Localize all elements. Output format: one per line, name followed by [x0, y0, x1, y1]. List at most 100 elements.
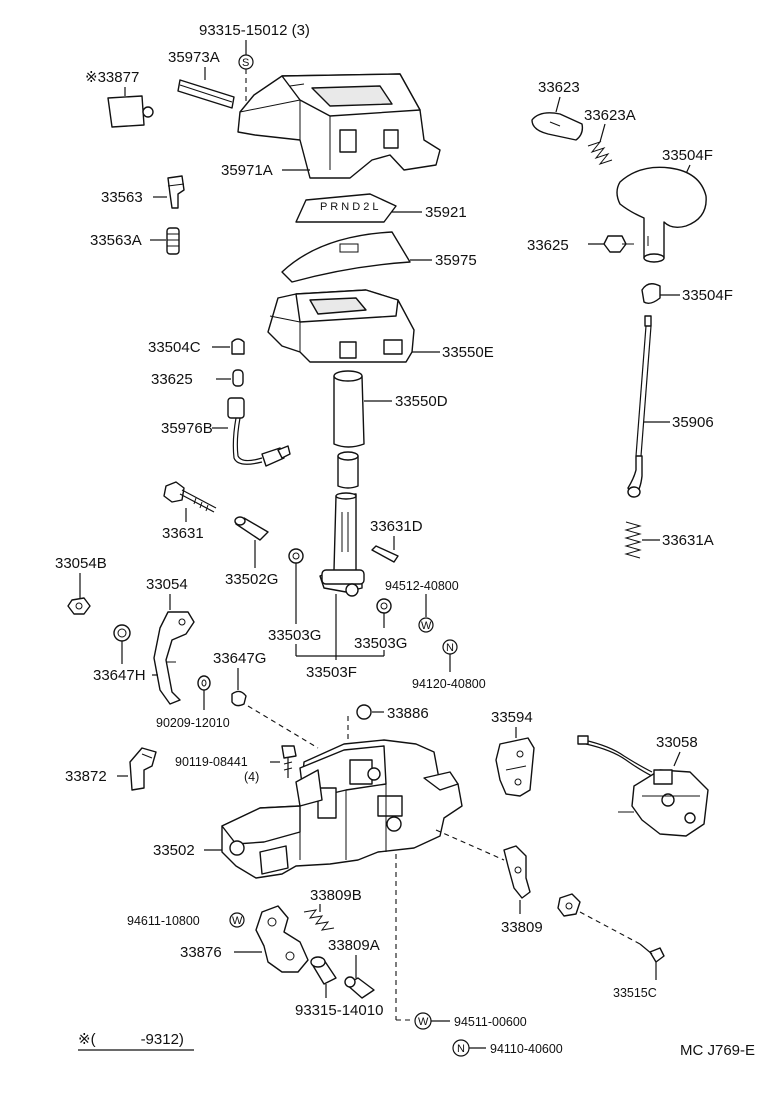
svg-text:W: W — [421, 620, 432, 632]
label-94511-00600: 94511-00600 — [454, 1015, 527, 1029]
label-93315-15012: 93315-15012 (3) — [199, 22, 310, 39]
part-33550E-lamp-socket — [231, 338, 245, 355]
part-33550D-bulb — [232, 369, 244, 387]
label-33631A: 33631A — [662, 532, 714, 549]
symbol-w-2: W — [229, 912, 245, 928]
part-33809A-collar — [310, 956, 337, 985]
part-33563A-bulb — [166, 227, 180, 255]
part-35976B-lever-boot — [333, 370, 365, 448]
part-33503F-shift-lever — [319, 492, 365, 597]
part-90209-washer — [197, 675, 211, 691]
label-33054B: 33054B — [55, 555, 107, 572]
part-33886-clip — [356, 704, 372, 720]
label-33647G: 33647G — [213, 650, 266, 667]
part-33504F-shift-knob — [616, 166, 707, 263]
part-33809-lever — [255, 905, 309, 973]
svg-text:P R N D 2 L: P R N D 2 L — [320, 201, 379, 213]
label-90209-12010: 90209-12010 — [156, 716, 230, 730]
part-33631-push-rod — [627, 315, 652, 498]
part-33631A-spring — [624, 521, 642, 559]
label-33809A: 93315-14010 — [295, 1002, 383, 1019]
part-collar — [337, 451, 359, 489]
label-33550D: 33625 — [151, 371, 193, 388]
part-35974-indicator-housing — [267, 289, 415, 363]
label-35971A: 35971A — [221, 162, 273, 179]
svg-text:S: S — [242, 57, 249, 69]
label-35906: 35976B — [161, 420, 213, 437]
label-33502: 33502 — [153, 842, 195, 859]
symbol-w-3: W — [414, 1012, 432, 1030]
part-33876-bracket — [503, 845, 531, 899]
part-33594-bracket — [495, 737, 535, 797]
svg-text:W: W — [232, 915, 243, 927]
label-33504C: 33625 — [527, 237, 569, 254]
part-35975-slide-cover — [281, 231, 411, 283]
label-33809B: 33809B — [310, 887, 362, 904]
label-33563: 33563 — [101, 189, 143, 206]
part-35921-indicator-plate: P R N D 2 L — [295, 193, 397, 223]
label-35921: 35921 — [425, 204, 467, 221]
label-33511: 33631 — [162, 525, 204, 542]
label-35973A: 35973A — [168, 49, 220, 66]
part-93315-14010-bolt — [639, 943, 665, 963]
label-93315-14010: 33515C — [613, 986, 657, 1000]
label-33876: 33809 — [501, 919, 543, 936]
label-33054: 33054 — [146, 576, 188, 593]
part-33809B-spring — [303, 909, 335, 931]
label-33631: 35906 — [672, 414, 714, 431]
part-33058-shift-lock-solenoid — [577, 735, 709, 837]
symbol-n-1: N — [442, 639, 458, 655]
label-35976B: 33550D — [395, 393, 448, 410]
footnote-range: ※( -9312) — [78, 1031, 184, 1048]
label-33550E: 33504C — [148, 339, 201, 356]
part-33647G-bushing — [231, 690, 247, 707]
symbol-n-2: N — [452, 1039, 470, 1057]
label-33872: 33872 — [65, 768, 107, 785]
part-33623A-spring — [587, 140, 613, 166]
part-90119-bolt — [281, 745, 297, 778]
symbol-w-1: W — [418, 617, 434, 633]
part-33054B-nut — [67, 597, 91, 615]
part-33504C-screw — [603, 235, 634, 253]
part-35973A-trim-strip — [177, 79, 235, 109]
part-33872-stopper — [129, 747, 157, 791]
label-33058: 33058 — [656, 734, 698, 751]
label-33631D: 33631D — [370, 518, 423, 535]
label-94611-10800: 94611-10800 — [127, 914, 200, 928]
svg-text:N: N — [446, 642, 454, 654]
label-33625: 33504F — [682, 287, 733, 304]
symbol-s: S — [238, 54, 254, 70]
label-35974: 33550E — [442, 344, 494, 361]
part-33502G-pin — [234, 516, 269, 541]
label-33886: 33886 — [387, 705, 429, 722]
part-35906-wire-harness — [227, 397, 291, 467]
label-33594: 33594 — [491, 709, 533, 726]
label-33502G: 33502G — [225, 571, 278, 588]
part-33502-shift-base — [221, 739, 463, 879]
part-33503G-bushing-b — [376, 598, 392, 614]
svg-text:W: W — [418, 1016, 429, 1028]
part-33647H-bushing — [113, 624, 131, 642]
label-33809: 33876 — [180, 944, 222, 961]
label-35975: 35975 — [435, 252, 477, 269]
label-90119-08441: 90119-08441 — [175, 755, 248, 769]
label-33623A: 33623A — [584, 107, 636, 124]
part-33511-bolt — [163, 481, 217, 513]
label-33515C: 33809A — [328, 937, 380, 954]
catalog-code: MC J769-E — [680, 1042, 755, 1059]
label-94110-40600: 94110-40600 — [490, 1042, 563, 1056]
part-33054-bracket — [153, 611, 195, 705]
part-33503G-bushing-a — [288, 548, 304, 564]
label-33503G-b: 33503G — [354, 635, 407, 652]
label-33647H: 33647H — [93, 667, 146, 684]
label-33503G-a: 33503G — [268, 627, 321, 644]
label-33503F: 33503F — [306, 664, 357, 681]
svg-text:N: N — [457, 1043, 465, 1055]
part-33631D-pin — [371, 545, 399, 563]
label-33563A: 33563A — [90, 232, 142, 249]
part-33877-cap — [107, 95, 154, 128]
part-33625-cap — [641, 283, 661, 305]
part-33563-bulb-holder — [167, 175, 185, 209]
